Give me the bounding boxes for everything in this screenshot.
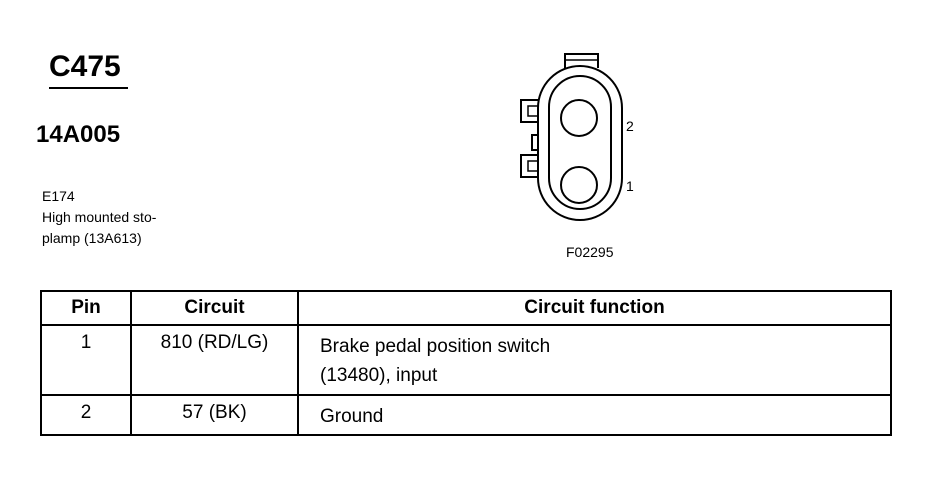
- pinout-table: Pin Circuit Circuit function 1 810 (RD/L…: [40, 290, 892, 436]
- component-code: E174: [42, 188, 75, 204]
- connector-key-middle: [531, 134, 538, 151]
- column-header-circuit-function: Circuit function: [297, 290, 892, 326]
- pin-cell: 2: [40, 394, 132, 436]
- circuit-cell: 57 (BK): [130, 394, 299, 436]
- circuit-function-cell: Ground: [297, 394, 892, 436]
- column-header-pin: Pin: [40, 290, 132, 326]
- pin-cell: 1: [40, 324, 132, 396]
- pin-cavity-1: [560, 166, 598, 204]
- circuit-cell: 810 (RD/LG): [130, 324, 299, 396]
- pin-label-1: 1: [626, 178, 634, 194]
- component-name-line-1: High mounted sto-: [42, 209, 157, 225]
- pin-cavity-2: [560, 99, 598, 137]
- table-header-row: Pin Circuit Circuit function: [40, 290, 892, 326]
- connector-id-underline: [49, 87, 128, 89]
- circuit-function-line: Brake pedal position switch: [320, 336, 551, 357]
- connector-id: C475: [49, 50, 121, 83]
- connector-housing-outer: [537, 65, 623, 221]
- circuit-function-line: Ground: [320, 406, 384, 427]
- connector-key-lower: [520, 154, 538, 178]
- pin-label-2: 2: [626, 118, 634, 134]
- table-row: 2 57 (BK) Ground: [40, 394, 892, 436]
- connector-key-upper: [520, 99, 538, 123]
- connector-face-diagram: 2 1: [520, 53, 634, 221]
- harness-id: 14A005: [36, 121, 121, 148]
- figure-id: F02295: [566, 244, 614, 260]
- component-info: E174 High mounted sto- plamp (13A613): [42, 186, 156, 249]
- connector-housing-inner: [548, 75, 612, 210]
- connector-latch-tab: [564, 53, 599, 68]
- circuit-function-line: (13480), input: [320, 365, 438, 386]
- column-header-circuit: Circuit: [130, 290, 299, 326]
- table-row: 1 810 (RD/LG) Brake pedal position switc…: [40, 324, 892, 396]
- circuit-function-cell: Brake pedal position switch (13480), inp…: [297, 324, 892, 396]
- component-name-line-2: plamp (13A613): [42, 230, 142, 246]
